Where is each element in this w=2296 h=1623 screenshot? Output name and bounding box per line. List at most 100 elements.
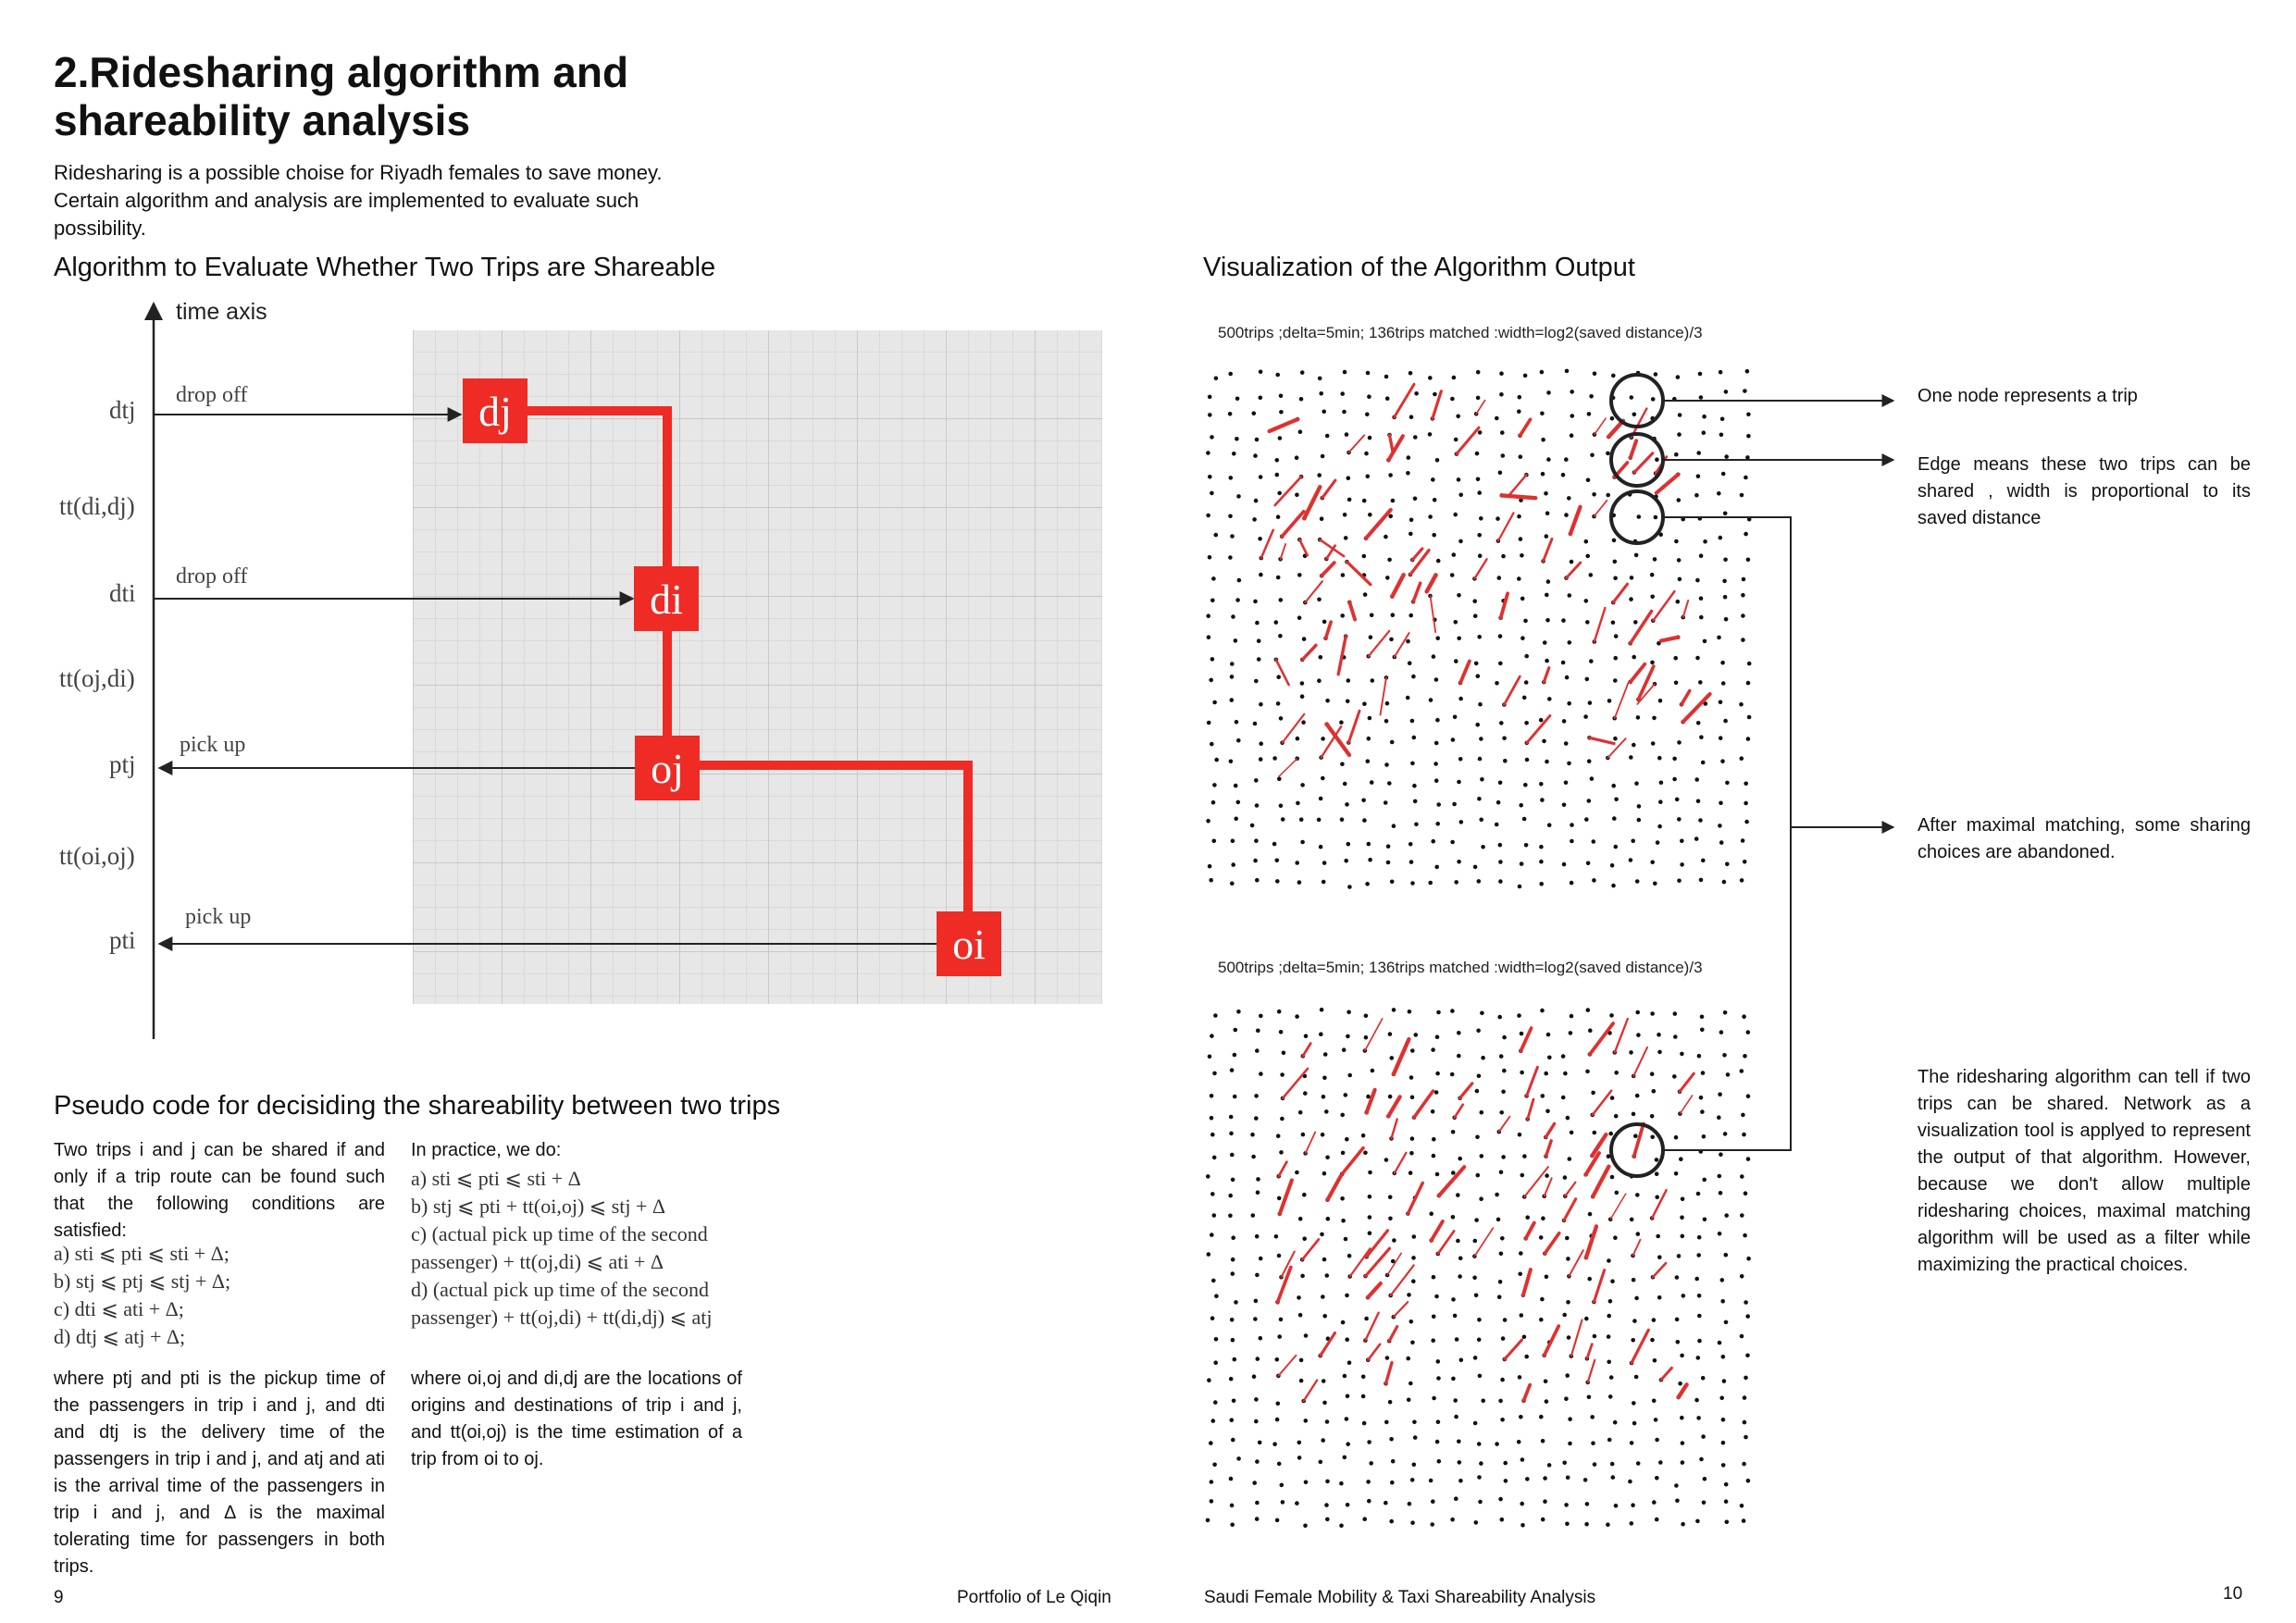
trip-node bbox=[1565, 1373, 1570, 1378]
axis-label-tt-oj-di: tt(oj,di) bbox=[59, 664, 135, 692]
trip-node bbox=[1431, 1338, 1435, 1343]
trip-node bbox=[1517, 1375, 1522, 1380]
trip-node bbox=[1365, 882, 1370, 886]
trip-node bbox=[1744, 1434, 1748, 1440]
trip-node bbox=[1303, 1419, 1309, 1423]
trip-node bbox=[1694, 836, 1699, 841]
condition-where-text: where ptj and pti is the pickup time of … bbox=[54, 1369, 385, 1577]
trip-node bbox=[1367, 394, 1371, 399]
trip-node bbox=[1655, 1476, 1659, 1481]
algorithm-title: Algorithm to Evaluate Whether Two Trips … bbox=[54, 253, 716, 282]
trip-node bbox=[1322, 1171, 1327, 1176]
trip-node bbox=[1720, 1418, 1726, 1422]
trip-node bbox=[1702, 1177, 1706, 1183]
trip-node bbox=[1428, 1478, 1433, 1483]
trip-node bbox=[1545, 511, 1550, 515]
trip-node bbox=[1384, 762, 1389, 767]
trip-node bbox=[1303, 1034, 1309, 1038]
shareable-edge bbox=[1431, 390, 1443, 421]
trip-node bbox=[1457, 636, 1461, 641]
trip-node bbox=[1569, 1013, 1574, 1019]
time-axis-diagram: time axis dtj tt(di,dj) dti tt(oj,di) pt… bbox=[59, 299, 1001, 1039]
trip-node bbox=[1276, 1253, 1282, 1258]
trip-node bbox=[1560, 660, 1566, 665]
trip-node bbox=[1235, 396, 1240, 402]
trip-node bbox=[1498, 860, 1503, 864]
trip-node bbox=[1587, 700, 1593, 705]
trip-node bbox=[1477, 797, 1482, 801]
trip-node bbox=[1209, 677, 1213, 683]
trip-node bbox=[1717, 1340, 1722, 1345]
trip-node bbox=[1409, 1075, 1414, 1080]
trip-node bbox=[1497, 1280, 1503, 1284]
shareable-edge bbox=[1570, 1319, 1583, 1357]
trip-node bbox=[1722, 578, 1727, 584]
trip-node bbox=[1210, 741, 1214, 747]
trip-node bbox=[1232, 1357, 1237, 1362]
trip-node bbox=[1206, 451, 1210, 455]
caption-top-network: 500trips ;delta=5min; 136trips matched :… bbox=[1218, 324, 1703, 341]
trip-node bbox=[1479, 516, 1483, 521]
trip-node bbox=[1495, 415, 1499, 421]
trip-node bbox=[1544, 491, 1548, 496]
trip-node bbox=[1517, 576, 1521, 581]
trip-node bbox=[1636, 514, 1642, 519]
trip-node bbox=[1636, 804, 1642, 809]
trip-node bbox=[1592, 1333, 1597, 1339]
trip-node bbox=[1585, 553, 1590, 559]
trip-node bbox=[1258, 537, 1262, 541]
trip-node bbox=[1450, 1517, 1455, 1522]
trip-node bbox=[1743, 1191, 1748, 1196]
trip-node bbox=[1229, 1068, 1235, 1072]
trip-node bbox=[1369, 1461, 1373, 1466]
trip-node bbox=[1321, 879, 1326, 885]
trip-node bbox=[1629, 1441, 1634, 1445]
trip-node bbox=[1453, 620, 1458, 625]
shareable-edge bbox=[1384, 1360, 1394, 1385]
trip-node bbox=[1718, 700, 1723, 705]
trip-node bbox=[1408, 842, 1413, 847]
trip-node bbox=[1275, 575, 1281, 580]
trip-node bbox=[1278, 716, 1284, 721]
highlight-circle-matching-top bbox=[1609, 489, 1665, 545]
trip-node bbox=[1650, 594, 1655, 600]
trip-node bbox=[1497, 1014, 1502, 1020]
trip-node bbox=[1341, 1218, 1346, 1223]
trip-node bbox=[1697, 1313, 1702, 1319]
shareable-edge bbox=[1318, 538, 1346, 558]
trip-node bbox=[1722, 1132, 1728, 1136]
trip-node bbox=[1560, 472, 1566, 477]
trip-node bbox=[1567, 1157, 1572, 1161]
trip-node bbox=[1407, 1010, 1412, 1014]
trip-node bbox=[1680, 838, 1684, 844]
trip-node bbox=[1303, 1333, 1309, 1338]
practice-intro: In practice, we do: bbox=[411, 1140, 562, 1160]
trip-node bbox=[1255, 1048, 1260, 1053]
trip-node bbox=[1563, 741, 1569, 746]
trip-node bbox=[1632, 654, 1636, 660]
trip-node bbox=[1347, 497, 1352, 502]
shareable-edge bbox=[1340, 1146, 1365, 1176]
shareable-edge bbox=[1302, 484, 1322, 521]
trip-node bbox=[1613, 736, 1618, 741]
trip-node bbox=[1680, 1215, 1684, 1220]
trip-node bbox=[1256, 1028, 1260, 1034]
trip-node bbox=[1340, 1112, 1345, 1118]
trip-node bbox=[1254, 1397, 1259, 1402]
trip-node bbox=[1570, 414, 1575, 418]
trip-node bbox=[1389, 739, 1395, 745]
trip-node bbox=[1499, 721, 1504, 725]
trip-node bbox=[1205, 1518, 1210, 1523]
trip-node bbox=[1520, 1523, 1525, 1528]
trip-node bbox=[1277, 776, 1282, 782]
trip-node bbox=[1206, 720, 1211, 725]
trip-node bbox=[1453, 512, 1458, 517]
trip-node bbox=[1539, 1317, 1544, 1322]
shareable-edge bbox=[1365, 1229, 1390, 1258]
trip-node bbox=[1369, 780, 1374, 785]
trip-node bbox=[1298, 1357, 1304, 1363]
trip-node bbox=[1518, 537, 1523, 541]
trip-node bbox=[1435, 1071, 1440, 1076]
trip-node bbox=[1742, 1132, 1746, 1137]
trip-node bbox=[1583, 714, 1588, 719]
